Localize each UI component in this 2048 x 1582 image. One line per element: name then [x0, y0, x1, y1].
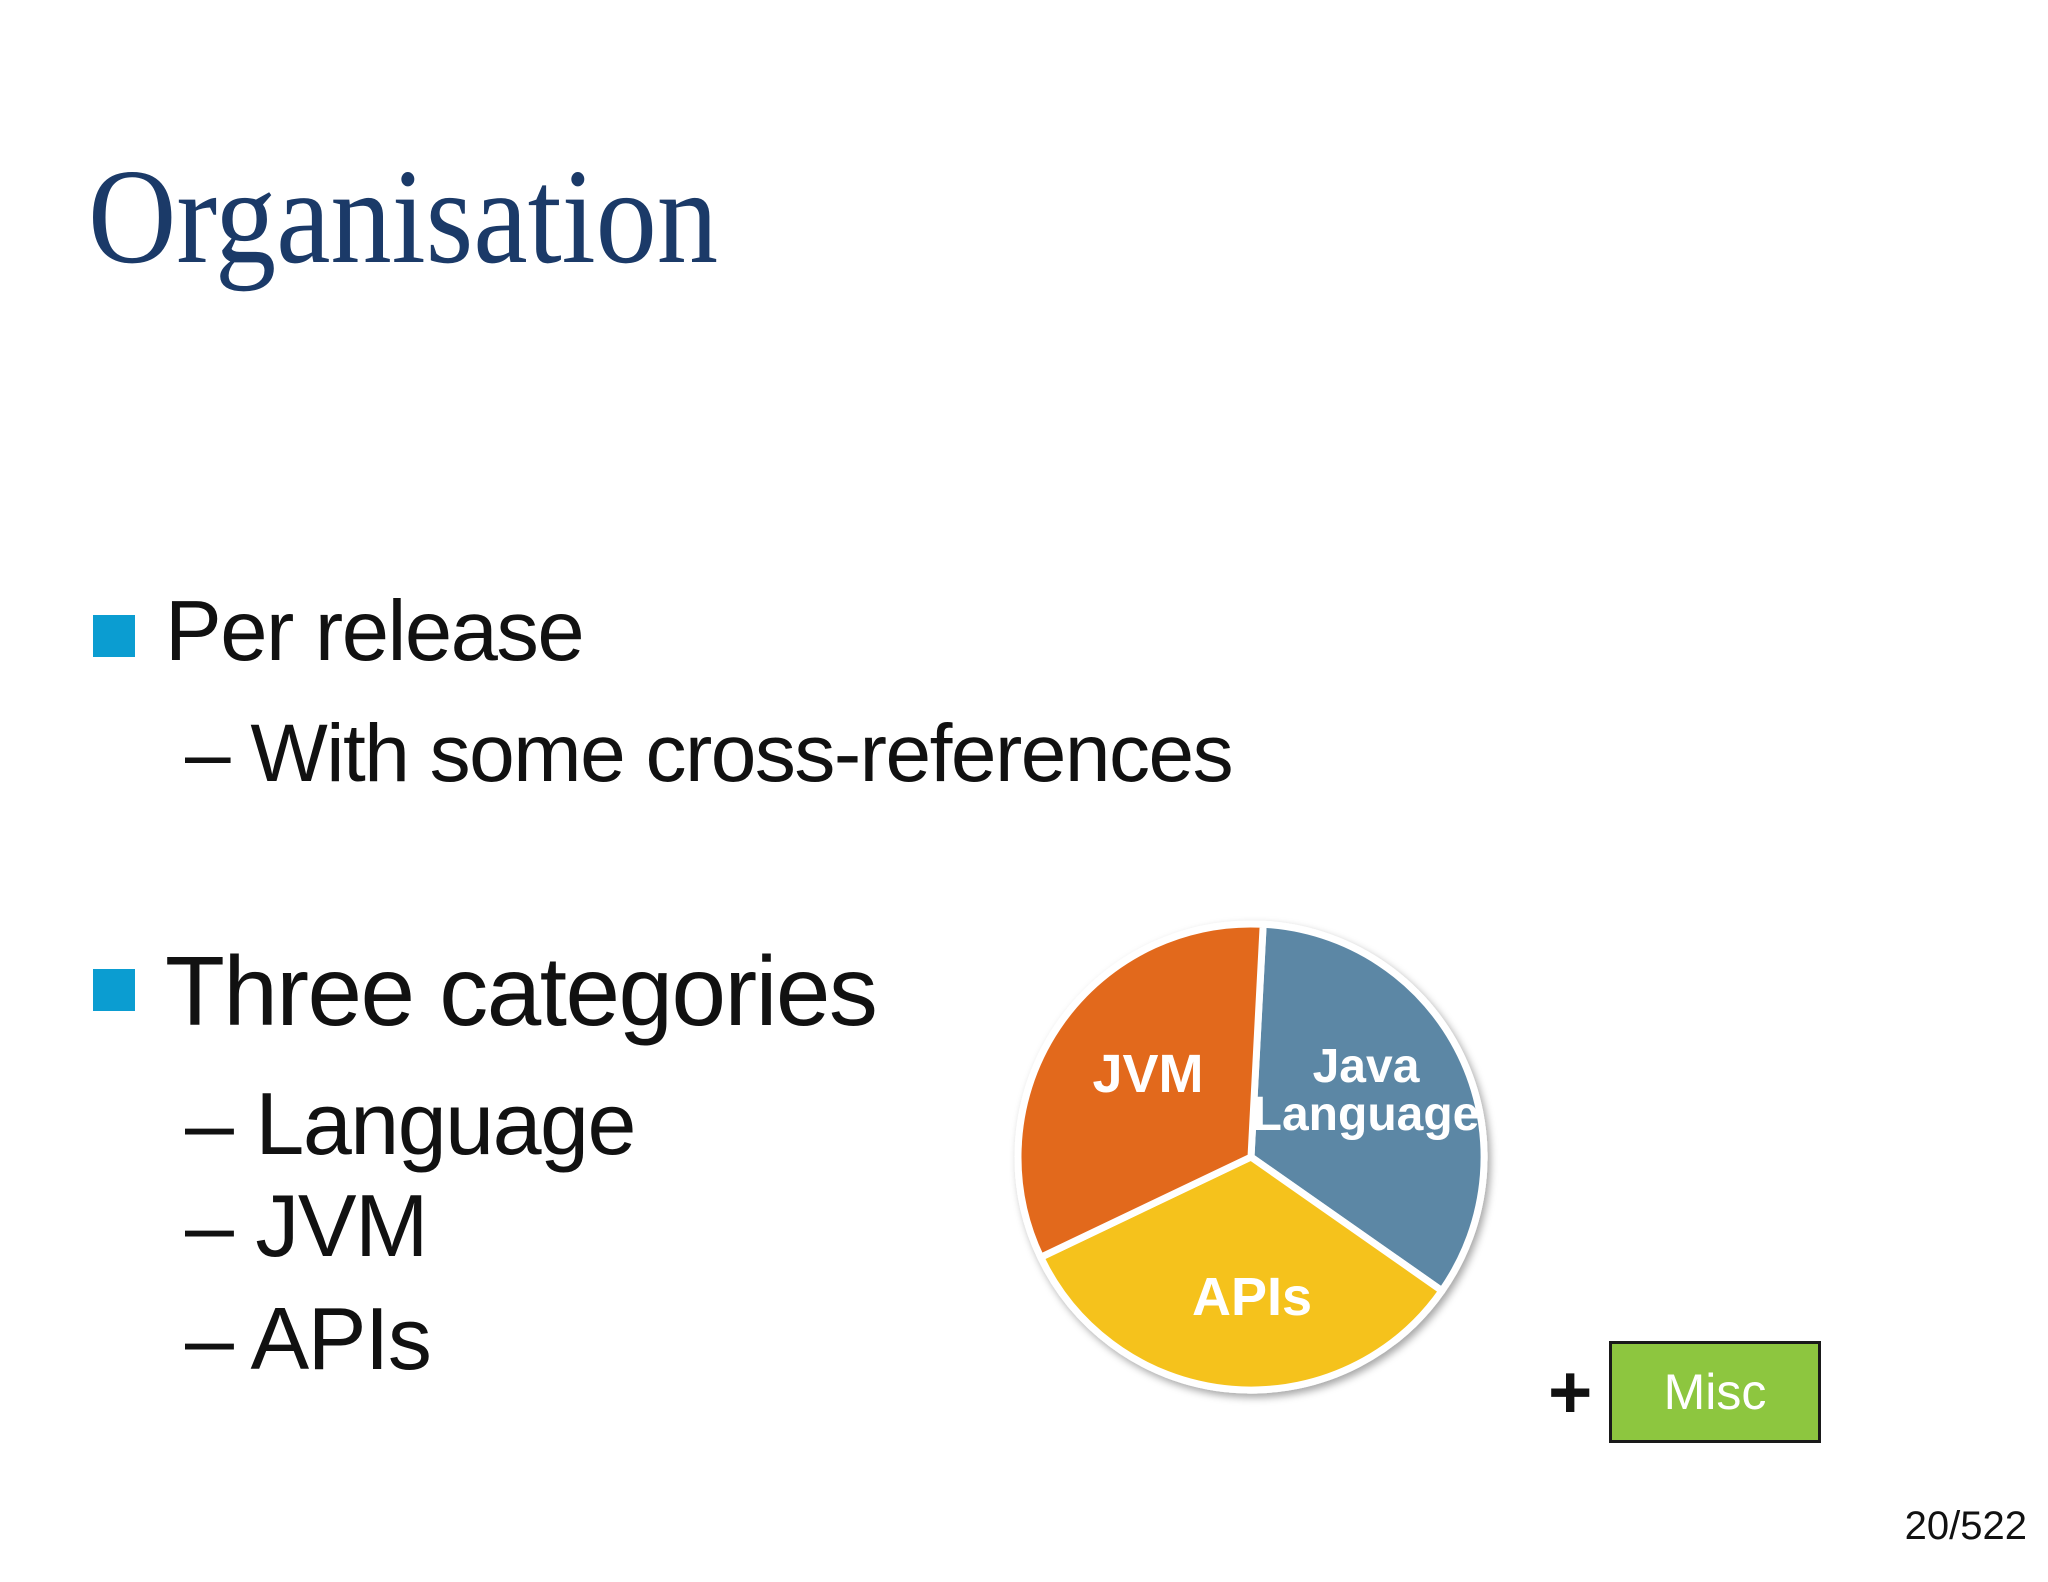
pie-slice-apis [1037, 1153, 1446, 1394]
pie-slice-jvm [1014, 920, 1267, 1261]
misc-box: Misc [1609, 1341, 1821, 1443]
subbullet-apis: – APIs [185, 1289, 432, 1388]
pie-chart: JVM Java Language APIs [981, 887, 1521, 1427]
subbullet-jvm: – JVM [185, 1176, 428, 1275]
plus-sign: + [1548, 1350, 1593, 1435]
bullet-square-icon [93, 615, 135, 657]
page-title: Organisation [88, 142, 719, 292]
bullet-per-release: Per release [165, 584, 585, 679]
subbullet-language: – Language [185, 1074, 636, 1173]
pie-chart-svg: JVM Java Language APIs [1014, 920, 1488, 1394]
pie-label-java-line2: Language [1253, 1088, 1480, 1141]
subbullet-cross-references: – With some cross-references [185, 708, 1234, 799]
bullet-square-icon [93, 969, 135, 1011]
pie-label-java-line1: Java [1313, 1040, 1420, 1093]
bullet-three-categories: Three categories [165, 936, 878, 1046]
misc-label: Misc [1663, 1364, 1767, 1420]
pie-label-apis: APIs [1192, 1267, 1312, 1327]
pie-slice-java-language [1247, 920, 1488, 1295]
pie-label-jvm: JVM [1092, 1044, 1203, 1104]
page-number: 20/522 [1904, 1504, 2027, 1548]
